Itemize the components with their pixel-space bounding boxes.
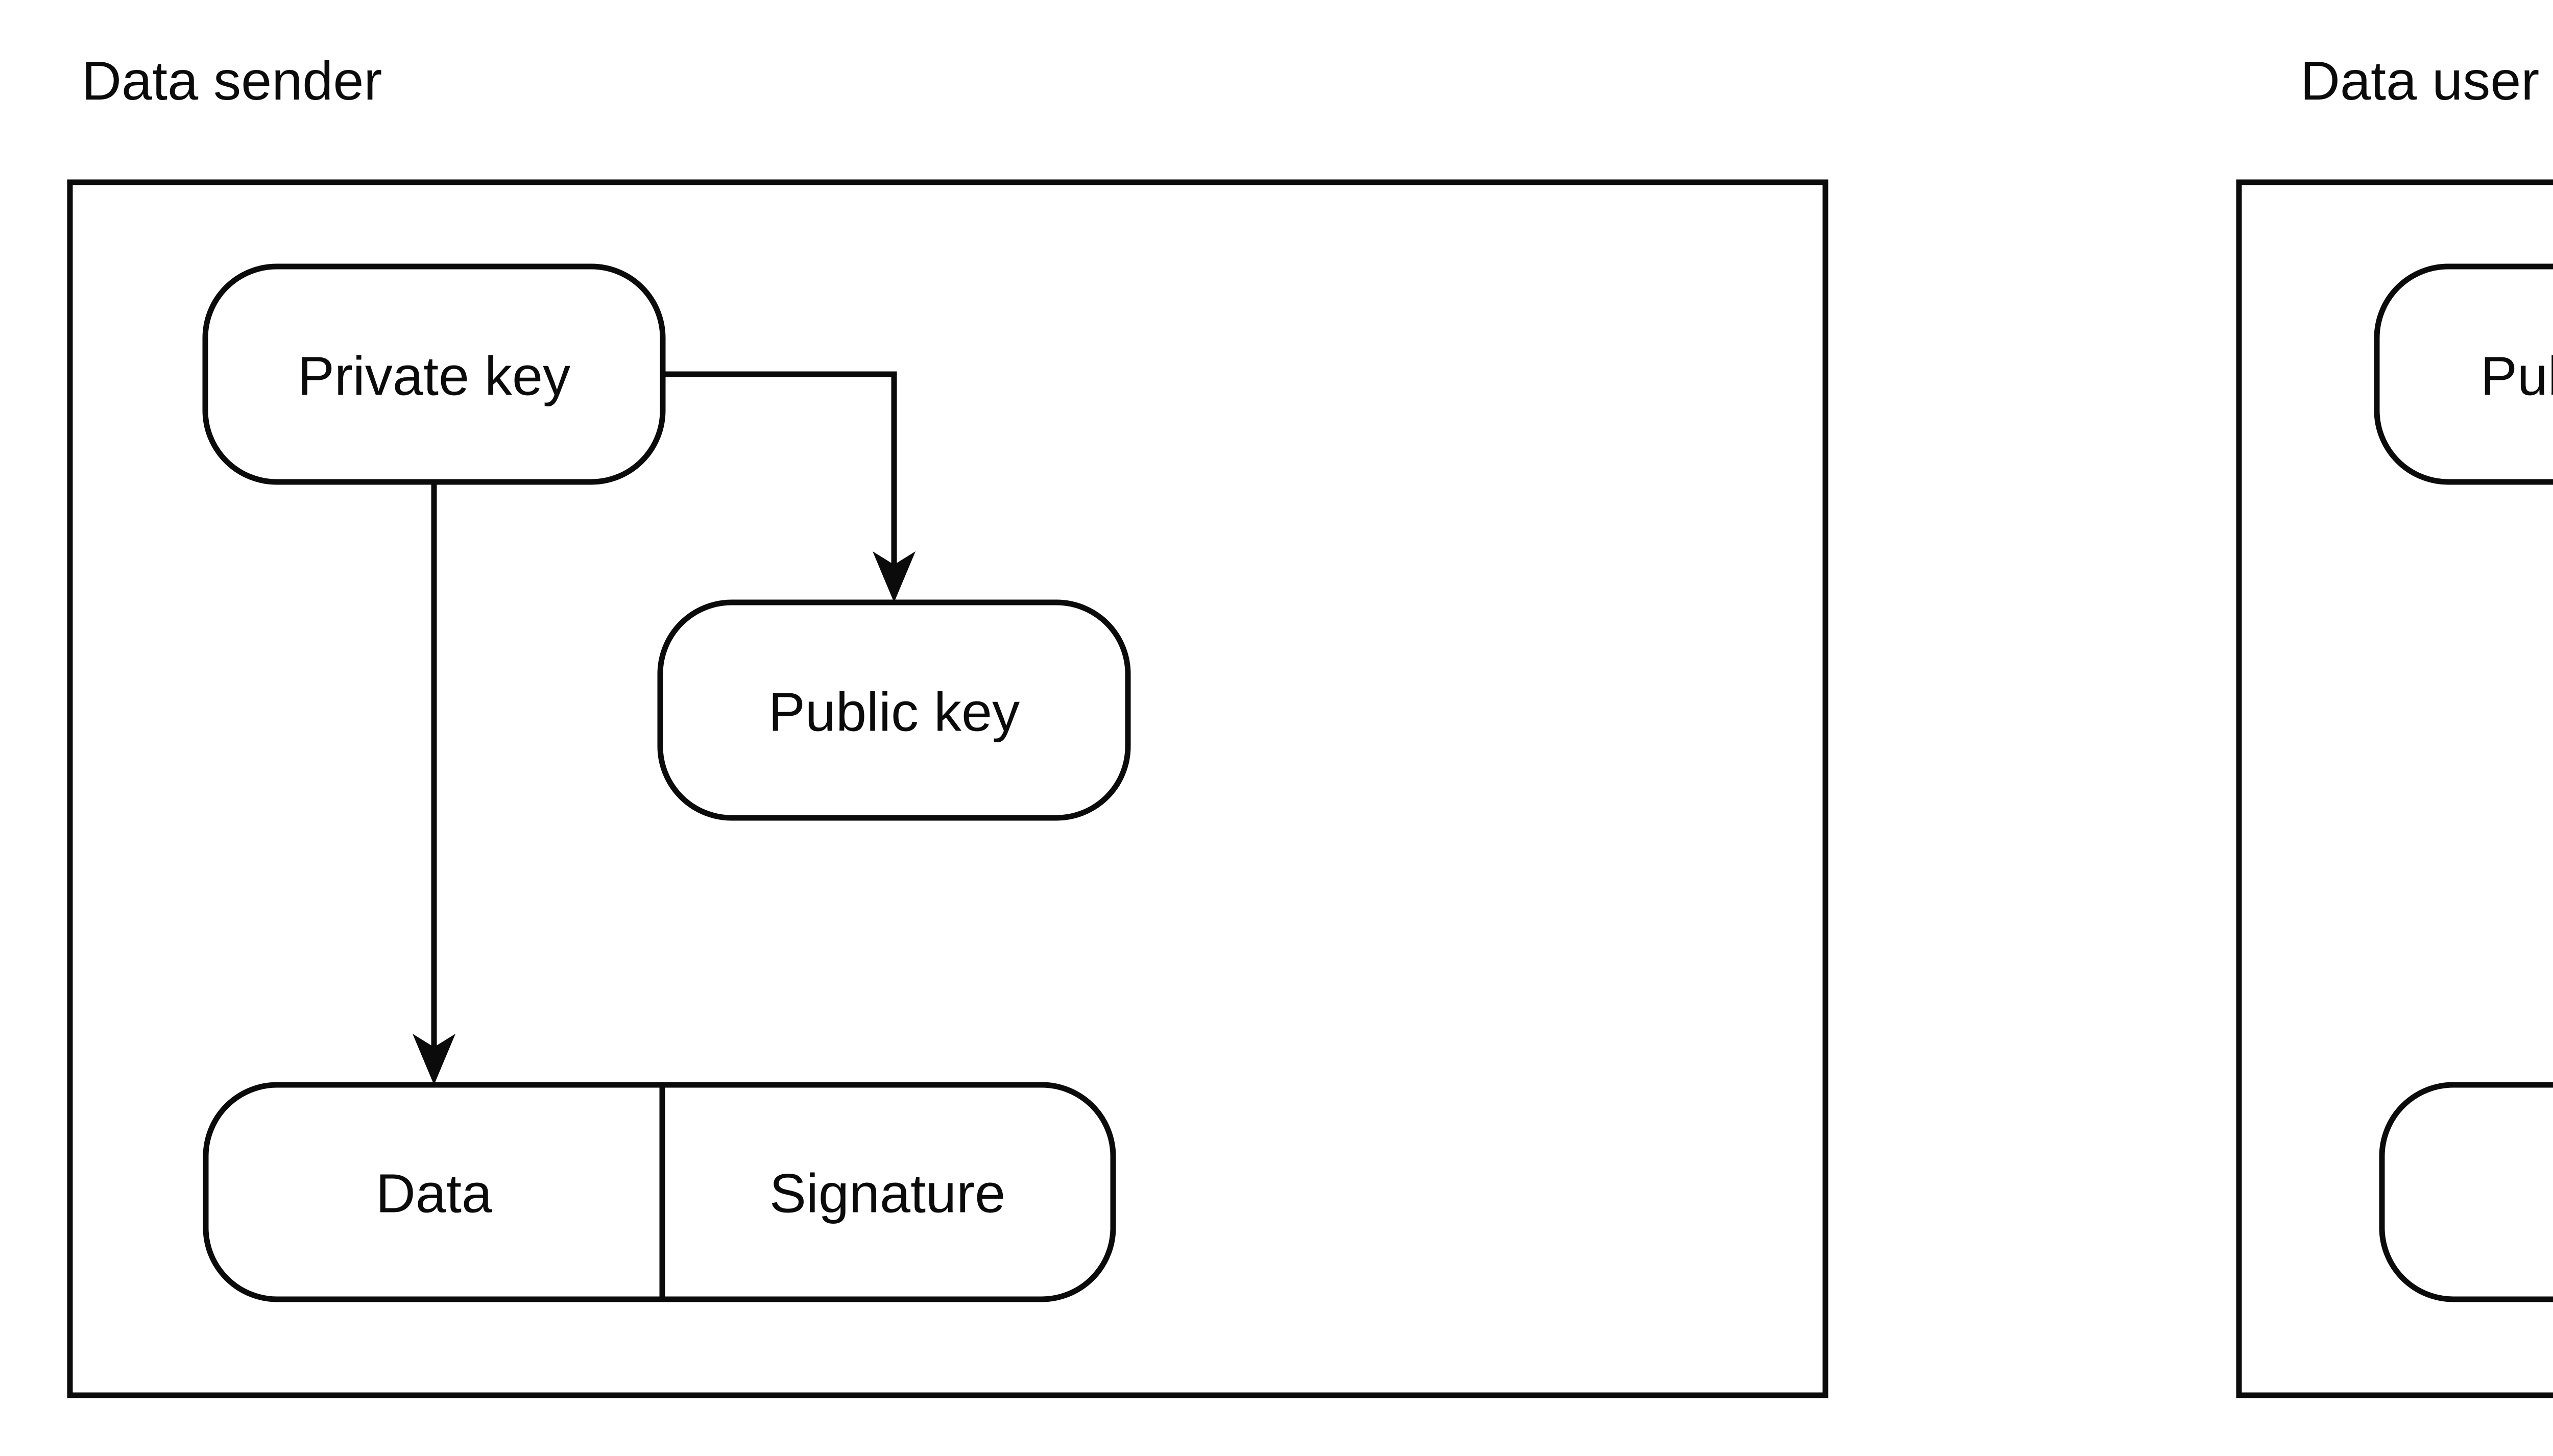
sender-signature-label: Signature: [769, 1162, 1005, 1224]
panel-data-user: Data user Public key Data Signature: [2236, 50, 2553, 1398]
arrow-head-down-to-data-signature: [413, 1034, 455, 1085]
sender-data-label: Data: [376, 1162, 493, 1224]
connector-private-key-to-public-key: [663, 371, 916, 602]
panel-data-sender: Data sender Private key Public key Data …: [67, 50, 1828, 1398]
node-sender-data-signature[interactable]: Data Signature: [203, 1082, 1116, 1302]
user-public-key-label: Public key: [2480, 345, 2553, 407]
connector-private-to-public-path: [663, 371, 897, 567]
user-public-key-shape: [2374, 263, 2553, 485]
user-data-label: Data: [2552, 1162, 2553, 1224]
private-key-label: Private key: [298, 345, 570, 407]
user-data-signature-shape: [2379, 1082, 2553, 1302]
arrow-head-down-to-public-key: [873, 551, 916, 602]
node-user-data-signature[interactable]: Data Signature: [2379, 1082, 2553, 1302]
node-private-key[interactable]: Private key: [202, 263, 666, 485]
panel-title-data-sender: Data sender: [82, 50, 382, 111]
node-sender-public-key[interactable]: Public key: [657, 599, 1131, 821]
connector-private-key-to-data-signature: [413, 482, 455, 1085]
sender-public-key-label: Public key: [768, 681, 1020, 743]
node-user-public-key[interactable]: Public key: [2374, 263, 2553, 485]
panel-title-data-user: Data user: [2300, 50, 2539, 111]
